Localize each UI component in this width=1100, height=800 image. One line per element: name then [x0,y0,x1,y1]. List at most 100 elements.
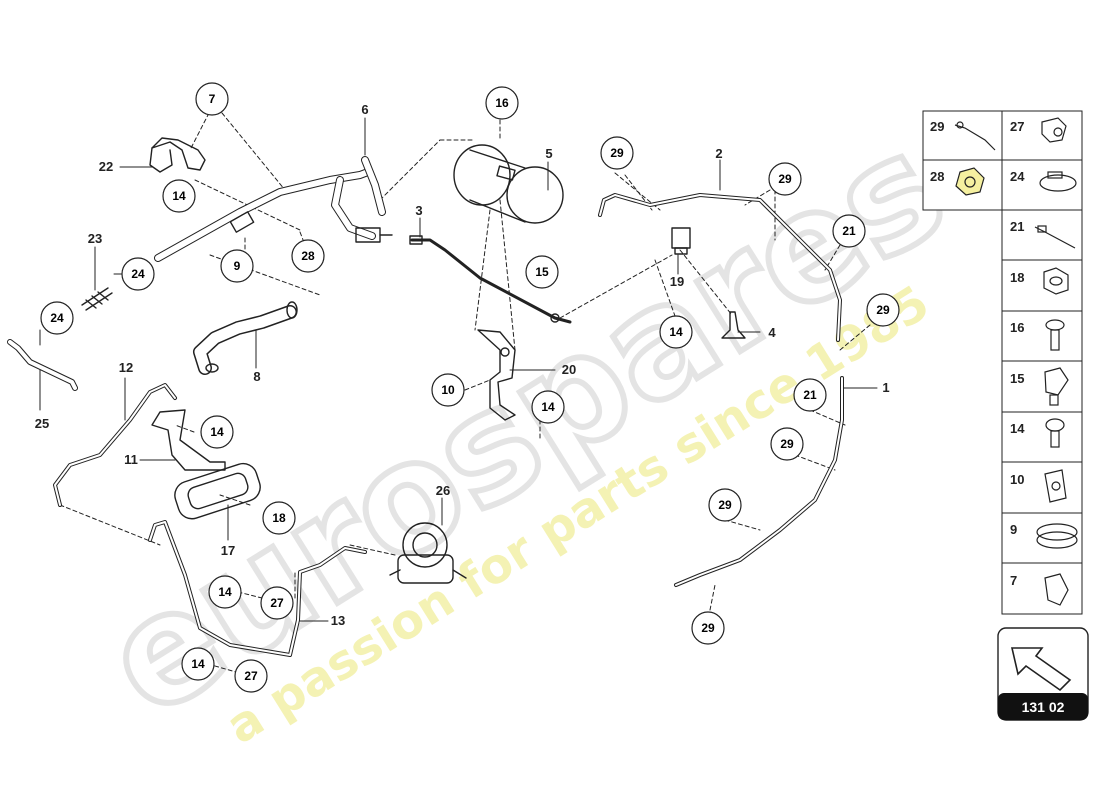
svg-text:14: 14 [210,425,224,439]
callout-16[interactable]: 16 [485,86,519,120]
callout-21[interactable]: 21 [793,378,827,412]
part-13-line [148,520,367,657]
callout-9[interactable]: 9 [220,249,254,283]
svg-text:27: 27 [244,669,258,683]
legend-number: 7 [1010,573,1017,588]
arrow-icon [1010,647,1072,692]
svg-text:7: 7 [209,92,216,106]
hose-clamp-icon [1041,117,1067,143]
callout-29[interactable]: 29 [708,488,742,522]
legend-number: 9 [1010,522,1017,537]
part-19-connector [671,227,691,255]
part-26-valve [389,522,467,584]
callout-14[interactable]: 14 [208,575,242,609]
callout-18[interactable]: 18 [262,501,296,535]
svg-text:29: 29 [610,146,624,160]
callout-7[interactable]: 7 [195,82,229,116]
svg-text:29: 29 [778,172,792,186]
label-22: 22 [99,159,113,174]
label-20: 20 [562,362,576,377]
svg-text:21: 21 [842,224,856,238]
label-13: 13 [331,613,345,628]
svg-text:16: 16 [495,96,509,110]
label-5: 5 [545,146,552,161]
clip-nut-icon [1044,367,1069,406]
legend-number: 16 [1010,320,1024,335]
callout-24[interactable]: 24 [40,301,74,335]
label-17: 17 [221,543,235,558]
svg-text:24: 24 [50,311,64,325]
legend-number: 27 [1010,119,1024,134]
callout-27[interactable]: 27 [234,659,268,693]
label-12: 12 [119,360,133,375]
svg-text:24: 24 [131,267,145,281]
svg-text:29: 29 [876,303,890,317]
label-2: 2 [715,146,722,161]
label-23: 23 [88,231,102,246]
svg-text:28: 28 [301,249,315,263]
callout-14[interactable]: 14 [659,315,693,349]
callout-29[interactable]: 29 [691,611,725,645]
part-25-pipe [7,339,78,391]
callouts: 7 16 14 29 29 21 9 28 24 15 24 14 29 10 … [40,82,900,693]
callout-10[interactable]: 10 [431,373,465,407]
callout-14[interactable]: 14 [162,179,196,213]
callout-29[interactable]: 29 [770,427,804,461]
cable-tie-icon [1034,225,1076,249]
svg-text:10: 10 [441,383,455,397]
svg-text:14: 14 [172,189,186,203]
part-22-bracket [149,137,206,173]
clip-icon [954,121,996,151]
svg-text:14: 14 [191,657,205,671]
part-20-bracket [477,329,516,421]
callout-21[interactable]: 21 [832,214,866,248]
callout-29[interactable]: 29 [768,162,802,196]
label-11: 11 [124,452,138,467]
callout-24[interactable]: 24 [121,257,155,291]
callout-29[interactable]: 29 [600,136,634,170]
part-11-bracket [151,409,226,471]
svg-text:21: 21 [803,388,817,402]
label-1: 1 [882,380,889,395]
label-25: 25 [35,416,49,431]
hex-nut-icon [955,167,985,196]
part-4-clip [721,311,746,339]
hose-clamp-icon [1036,523,1078,549]
legend-number: 28 [930,169,944,184]
leader-lines [59,112,871,673]
part-23-fitting [81,287,113,311]
legend-number: 10 [1010,472,1024,487]
page-code-badge: 131 02 [997,627,1089,721]
page-code: 131 02 [1022,699,1065,715]
pointer-lines [39,117,878,622]
part-8-hose [193,301,298,375]
label-26: 26 [436,483,450,498]
part-12-line [53,383,177,507]
label-6: 6 [361,102,368,117]
part-1-line [674,376,844,587]
part-labels: 6 5 22 2 3 23 19 4 8 12 20 1 25 11 26 17… [35,102,890,628]
clamp-icon [1039,171,1077,192]
legend-number: 21 [1010,219,1024,234]
callout-15[interactable]: 15 [525,255,559,289]
bolt-icon [1045,418,1065,448]
callout-28[interactable]: 28 [291,239,325,273]
callout-29[interactable]: 29 [866,293,900,327]
svg-text:15: 15 [535,265,549,279]
callout-14[interactable]: 14 [200,415,234,449]
callout-14[interactable]: 14 [181,647,215,681]
legend-number: 29 [930,119,944,134]
part-17-module [174,462,261,520]
legend-number: 24 [1010,169,1025,184]
callout-27[interactable]: 27 [260,586,294,620]
callout-14[interactable]: 14 [531,390,565,424]
label-8: 8 [253,369,260,384]
label-19: 19 [670,274,684,289]
legend-number: 14 [1010,421,1025,436]
label-4: 4 [768,325,776,340]
part-5-canister [453,144,564,224]
bracket-icon [1044,469,1067,503]
legend-number: 15 [1010,371,1024,386]
legend-number: 18 [1010,270,1024,285]
